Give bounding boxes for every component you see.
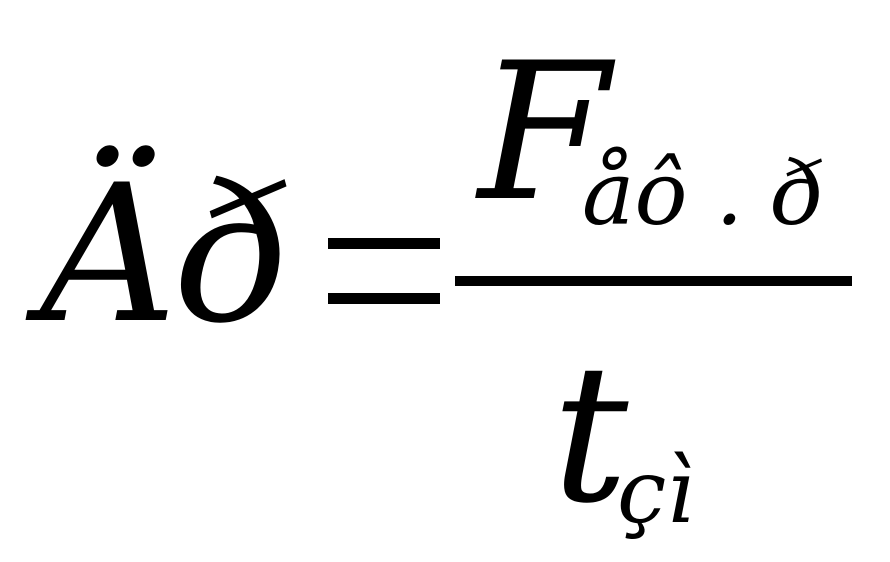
denominator-subscript: çì <box>617 440 695 543</box>
equals-sign <box>328 238 440 304</box>
numerator-subscript: åô . ð <box>582 142 825 245</box>
denominator-main: t <box>552 324 629 545</box>
equals-bottom-bar <box>328 293 440 304</box>
numerator-main: F <box>478 22 610 243</box>
equals-top-bar <box>328 238 440 249</box>
formula-lhs: Äð <box>40 144 292 365</box>
fraction-line <box>455 276 852 286</box>
